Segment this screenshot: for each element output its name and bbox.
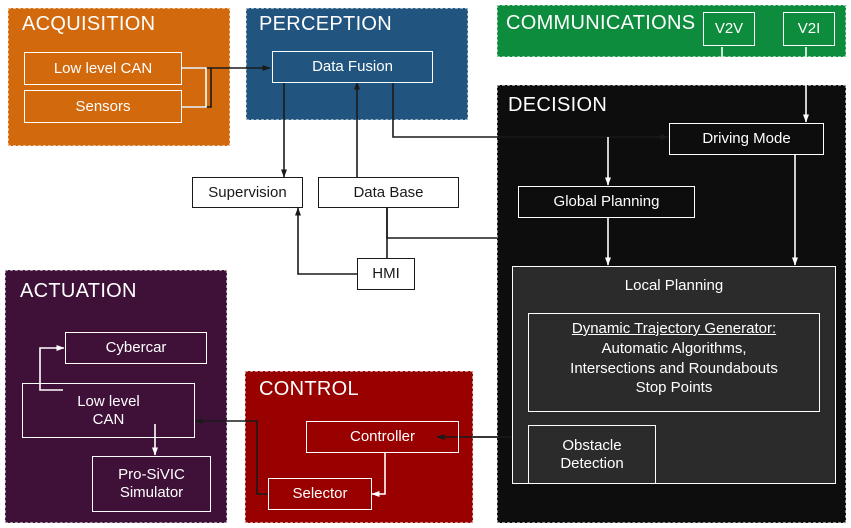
pro-sivic-line-2: Simulator [119,484,184,501]
dynamic-trajectory-generator-box[interactable]: Dynamic Trajectory Generator: Automatic … [528,313,820,412]
dtg-line-2: Intersections and Roundabouts [570,359,778,377]
perception-data-fusion-box[interactable]: Data Fusion [272,51,433,83]
decision-global-planning-box[interactable]: Global Planning [518,186,695,218]
control-title: CONTROL [259,378,359,400]
communications-title: COMMUNICATIONS [506,12,696,34]
actuation-pro-sivic-simulator-box[interactable]: Pro-SiVIC Simulator [92,456,211,512]
communications-v2v-box[interactable]: V2V [703,12,755,46]
supervision-box[interactable]: Supervision [192,177,303,208]
actuation-can-line-2: CAN [92,410,125,428]
hmi-box[interactable]: HMI [357,258,415,290]
actuation-title: ACTUATION [20,280,137,302]
control-selector-box[interactable]: Selector [268,478,372,510]
control-controller-box[interactable]: Controller [306,421,459,453]
actuation-cybercar-box[interactable]: Cybercar [65,332,207,364]
perception-title: PERCEPTION [259,13,393,35]
acquisition-low-level-can-box[interactable]: Low level CAN [24,52,182,85]
decision-title: DECISION [508,94,608,116]
actuation-low-level-can-box[interactable]: Low level CAN [22,383,195,438]
dtg-line-3: Stop Points [635,379,713,397]
pro-sivic-line-1: Pro-SiVIC [118,466,185,484]
acquisition-sensors-box[interactable]: Sensors [24,90,182,123]
decision-obstacle-detection-box[interactable]: Obstacle Detection [528,425,656,484]
obstacle-detection-line-1: Obstacle [562,436,622,454]
data-base-box[interactable]: Data Base [318,177,459,208]
dtg-line-1: Automatic Algorithms, [601,339,747,357]
acquisition-title: ACQUISITION [22,13,156,35]
panel-actuation [5,270,227,523]
communications-v2i-box[interactable]: V2I [783,12,835,46]
dtg-heading: Dynamic Trajectory Generator: [571,320,777,337]
local-planning-label: Local Planning [624,277,724,294]
decision-driving-mode-box[interactable]: Driving Mode [669,123,824,155]
obstacle-detection-line-2: Detection [560,454,624,472]
panel-control [245,371,473,523]
actuation-can-line-1: Low level [77,392,140,410]
